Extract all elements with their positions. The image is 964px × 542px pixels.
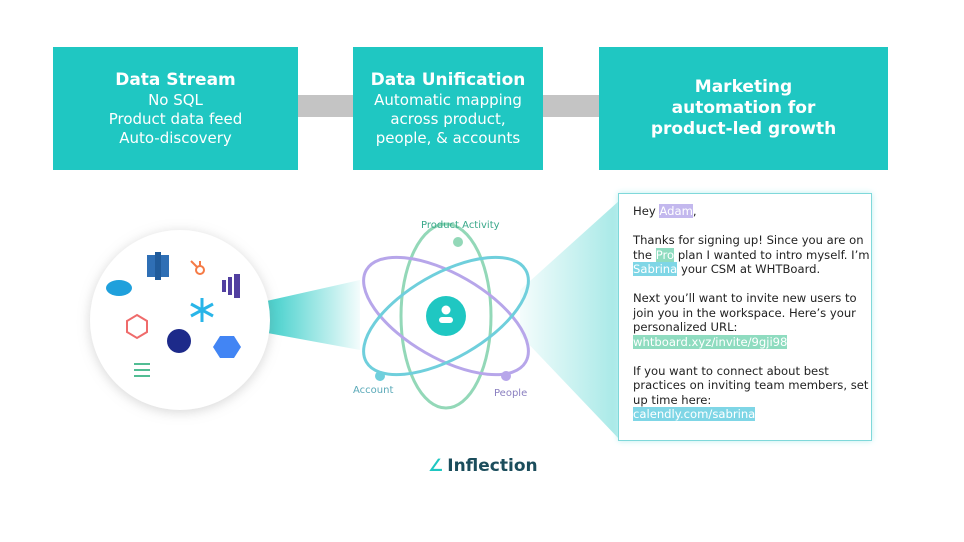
node-account (375, 371, 385, 381)
label-account: Account (353, 385, 394, 396)
stage-title: Data Stream (115, 69, 236, 90)
orbit-account (362, 255, 530, 377)
stage-marketing-automation: Marketing automation for product-led gro… (599, 47, 888, 170)
stage-line: Auto-discovery (119, 128, 232, 147)
token-csm: Sabrina (633, 262, 678, 276)
data-beam (262, 280, 360, 350)
stage-line: Product data feed (108, 109, 243, 128)
stage-data-unification: Data Unification Automatic mapping acros… (353, 47, 543, 170)
source-logos (106, 252, 241, 377)
brand-logo: ∠ Inflection (428, 456, 538, 476)
stage-title: Marketing automation for product-led gro… (650, 77, 837, 139)
orbit-product-activity (399, 222, 493, 410)
amplitude-icon (167, 329, 191, 353)
token-plan: Pro (655, 247, 675, 262)
stage-line: No SQL (148, 90, 203, 109)
inflection-logo-icon: ∠ (428, 456, 444, 476)
stage-line: people, & accounts (375, 128, 521, 147)
node-people (501, 371, 511, 381)
user-hub (426, 296, 466, 336)
mixpanel-icon (222, 274, 240, 298)
connector (298, 95, 353, 117)
salesforce-icon (106, 280, 132, 296)
segment-icon (134, 363, 150, 377)
email-preview: Hey Adam, Thanks for signing up! Since y… (618, 193, 872, 441)
invite-link[interactable]: whtboard.xyz/invite/9gji98 (633, 334, 788, 349)
stage-data-stream: Data Stream No SQL Product data feed Aut… (53, 47, 298, 170)
node-product-activity (453, 237, 463, 247)
redshift-icon (147, 252, 169, 280)
bigquery-icon (213, 336, 241, 358)
hubspot-icon (190, 260, 205, 275)
segment-box-icon (126, 313, 148, 340)
stage-line: Automatic mapping (374, 90, 522, 109)
data-beam (520, 200, 620, 440)
user-icon (439, 305, 453, 323)
brand-name: Inflection (447, 456, 538, 476)
orbit-people (362, 255, 530, 377)
token-name: Adam (659, 204, 693, 218)
snowflake-icon (190, 298, 214, 322)
stage-title: Data Unification (370, 69, 526, 90)
label-product-activity: Product Activity (421, 220, 500, 231)
label-people: People (494, 388, 528, 399)
connector (543, 95, 599, 117)
calendly-link[interactable]: calendly.com/sabrina (633, 407, 756, 421)
sources-circle (90, 230, 270, 410)
stage-line: across product, (390, 109, 506, 128)
